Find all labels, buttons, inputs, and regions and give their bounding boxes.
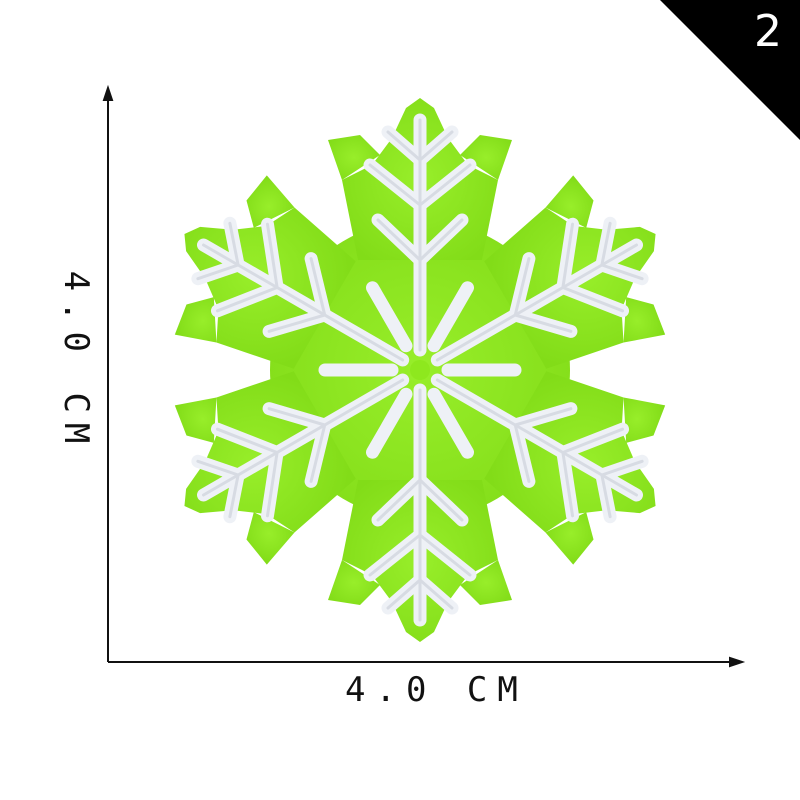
corner-badge-triangle — [660, 0, 800, 140]
image-number-badge: 2 — [754, 6, 782, 57]
snowflake-patch — [138, 98, 702, 642]
center-hole — [410, 360, 430, 380]
height-dimension-label: 4.0 CM — [56, 270, 96, 454]
vertical-axis-arrow-icon — [102, 84, 114, 101]
width-dimension-label: 4.0 CM — [345, 670, 528, 710]
dimension-axes — [102, 84, 746, 668]
horizontal-axis-arrow-icon — [729, 656, 746, 668]
